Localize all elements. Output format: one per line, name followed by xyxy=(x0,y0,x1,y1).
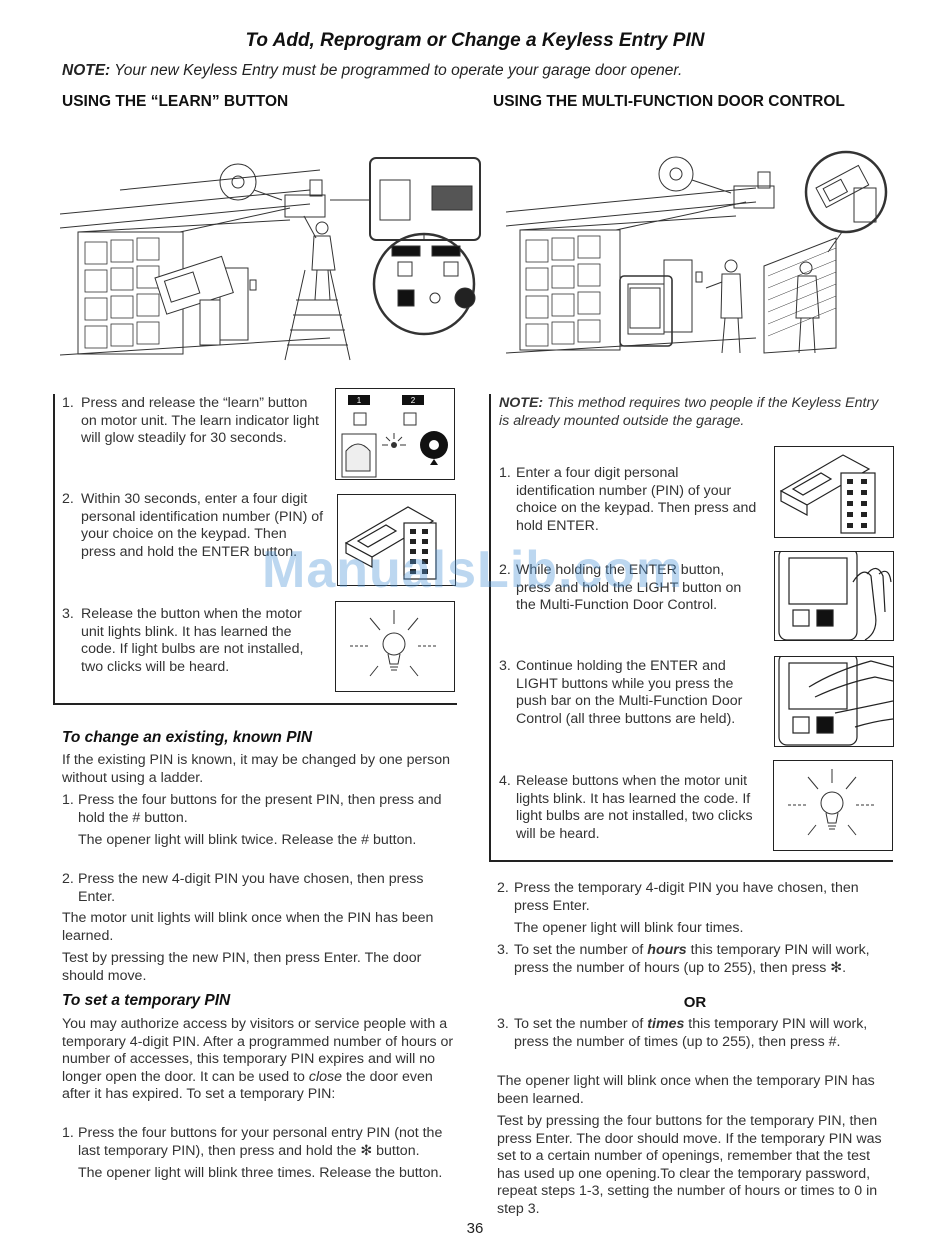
left-steps-bottom-rule xyxy=(53,703,457,705)
temp-para-2: Test by pressing the four buttons for th… xyxy=(497,1113,882,1217)
temp-step-3a-post: this temporary PIN will work, press the … xyxy=(514,942,870,976)
learn-panel-btn2: 2 xyxy=(411,396,416,405)
change-step-2-text: Press the new 4-digit PIN you have chose… xyxy=(78,871,424,905)
temp-step-3b-post: this temporary PIN will work, press the … xyxy=(514,1016,868,1050)
learn-step-1-num: 1. xyxy=(62,395,74,411)
right-note-text: This method requires two people if the K… xyxy=(499,395,879,429)
watermark: ManualsLib.com xyxy=(262,541,684,599)
temp-step-3a-body: To set the number of hours this temporar… xyxy=(514,942,893,977)
mfdc-step-2: 2. While holding the ENTER button, press… xyxy=(499,562,761,615)
learn-step-1: 1. Press and release the “learn” button … xyxy=(62,395,324,448)
learn-step-2-num: 2. xyxy=(62,491,74,507)
temp-pin-intro-b: the door even after it has expired. To s… xyxy=(62,1068,433,1103)
change-pin-intro: If the existing PIN is known, it may be … xyxy=(62,752,451,786)
learn-step-3-num: 3. xyxy=(62,606,74,622)
right-steps-bottom-rule xyxy=(489,860,893,862)
mfdc-step-3-text: Continue holding the ENTER and LIGHT but… xyxy=(516,658,743,727)
top-note-text: Your new Keyless Entry must be programme… xyxy=(110,62,683,79)
temp-step-1-text: Press the four buttons for your personal… xyxy=(78,1125,443,1159)
left-column-heading: USING THE “LEARN” BUTTON xyxy=(62,93,289,110)
temp-para-1: The opener light will blink once when th… xyxy=(497,1073,875,1107)
mfdc-step-1: 1. Enter a four digit personal identific… xyxy=(499,465,761,535)
temp-step-2-text: Press the temporary 4-digit PIN you have… xyxy=(514,880,859,914)
temp-step-3b-em: times xyxy=(647,1016,685,1032)
temp-pin-intro: You may authorize access by visitors or … xyxy=(62,1016,454,1104)
temp-step-3b-pre: To set the number of xyxy=(514,1016,648,1032)
temp-pin-heading: To set a temporary PIN xyxy=(62,992,231,1009)
garage-ladder-illustration xyxy=(60,150,490,382)
temp-step-3b-body: To set the number of times this temporar… xyxy=(514,1016,893,1051)
change-pin-para-2: Test by pressing the new PIN, then press… xyxy=(62,950,422,984)
keypad-icon xyxy=(337,494,456,586)
temp-step-1-after: The opener light will blink three times.… xyxy=(78,1165,443,1181)
learn-step-3-text: Release the button when the motor unit l… xyxy=(81,606,304,675)
change-step-1-num: 1. xyxy=(62,792,74,808)
mfdc-step-1-num: 1. xyxy=(499,465,511,481)
temp-step-3a-em: hours xyxy=(647,942,687,958)
right-steps-rule xyxy=(489,394,491,862)
keypad-icon xyxy=(774,446,894,538)
learn-step-3: 3. Release the button when the motor uni… xyxy=(62,606,324,676)
change-step-1-text: Press the four buttons for the present P… xyxy=(78,792,442,826)
temp-pin-intro-em: close xyxy=(308,1068,343,1085)
temp-step-3a-pre: To set the number of xyxy=(514,942,648,958)
temp-step-3-hours: 3. To set the number of hours this tempo… xyxy=(497,942,893,977)
temp-step-2: 2. Press the temporary 4-digit PIN you h… xyxy=(497,880,893,938)
light-bulb-icon xyxy=(773,760,893,851)
right-note: NOTE: This method requires two people if… xyxy=(499,395,891,430)
left-steps-rule xyxy=(53,394,55,704)
right-column-heading: USING THE MULTI-FUNCTION DOOR CONTROL xyxy=(493,93,845,110)
mfdc-step-1-text: Enter a four digit personal identificati… xyxy=(516,465,757,534)
learn-panel-btn1: 1 xyxy=(357,396,362,405)
mfdc-step-4-text: Release buttons when the motor unit ligh… xyxy=(516,773,753,842)
change-step-1: 1. Press the four buttons for the presen… xyxy=(62,792,454,850)
mfdc-step-3: 3. Continue holding the ENTER and LIGHT … xyxy=(499,658,761,728)
change-step-2-num: 2. xyxy=(62,871,74,887)
temp-step-2-num: 2. xyxy=(497,880,509,896)
learn-step-1-text: Press and release the “learn” button on … xyxy=(81,395,319,446)
top-note: NOTE: Your new Keyless Entry must be pro… xyxy=(62,62,682,80)
mfdc-step-2-num: 2. xyxy=(499,562,511,578)
page-number: 36 xyxy=(466,1220,484,1237)
temp-pin-intro-a: You may authorize access by visitors or … xyxy=(62,1016,454,1085)
temp-step-3-times: 3. To set the number of times this tempo… xyxy=(497,1016,893,1051)
page-title: To Add, Reprogram or Change a Keyless En… xyxy=(245,30,705,51)
change-pin-heading: To change an existing, known PIN xyxy=(62,729,313,746)
change-step-1-after: The opener light will blink twice. Relea… xyxy=(78,832,417,848)
right-note-label: NOTE: xyxy=(499,395,544,411)
temp-step-1-num: 1. xyxy=(62,1125,74,1141)
temp-step-3b-num: 3. xyxy=(497,1016,509,1032)
mfdc-step-3-num: 3. xyxy=(499,658,511,674)
temp-step-3a-num: 3. xyxy=(497,942,509,958)
or-divider: OR xyxy=(683,994,707,1011)
temp-step-2-after: The opener light will blink four times. xyxy=(514,920,744,936)
door-control-hand-icon xyxy=(774,656,894,747)
change-step-2: 2. Press the new 4-digit PIN you have ch… xyxy=(62,871,454,906)
change-pin-para-1: The motor unit lights will blink once wh… xyxy=(62,910,434,944)
door-control-hand-icon xyxy=(774,551,894,641)
garage-wall-control-illustration xyxy=(506,148,898,383)
mfdc-step-4-num: 4. xyxy=(499,773,511,789)
mfdc-step-2-text: While holding the ENTER button, press an… xyxy=(516,562,742,613)
learn-button-panel-icon: 1 2 xyxy=(335,388,455,480)
mfdc-step-4: 4. Release buttons when the motor unit l… xyxy=(499,773,761,843)
light-bulb-icon xyxy=(335,601,455,692)
learn-step-2: 2. Within 30 seconds, enter a four digit… xyxy=(62,491,324,561)
top-note-label: NOTE: xyxy=(62,62,111,79)
temp-step-1: 1. Press the four buttons for your perso… xyxy=(62,1125,454,1183)
learn-step-2-text: Within 30 seconds, enter a four digit pe… xyxy=(81,491,324,560)
